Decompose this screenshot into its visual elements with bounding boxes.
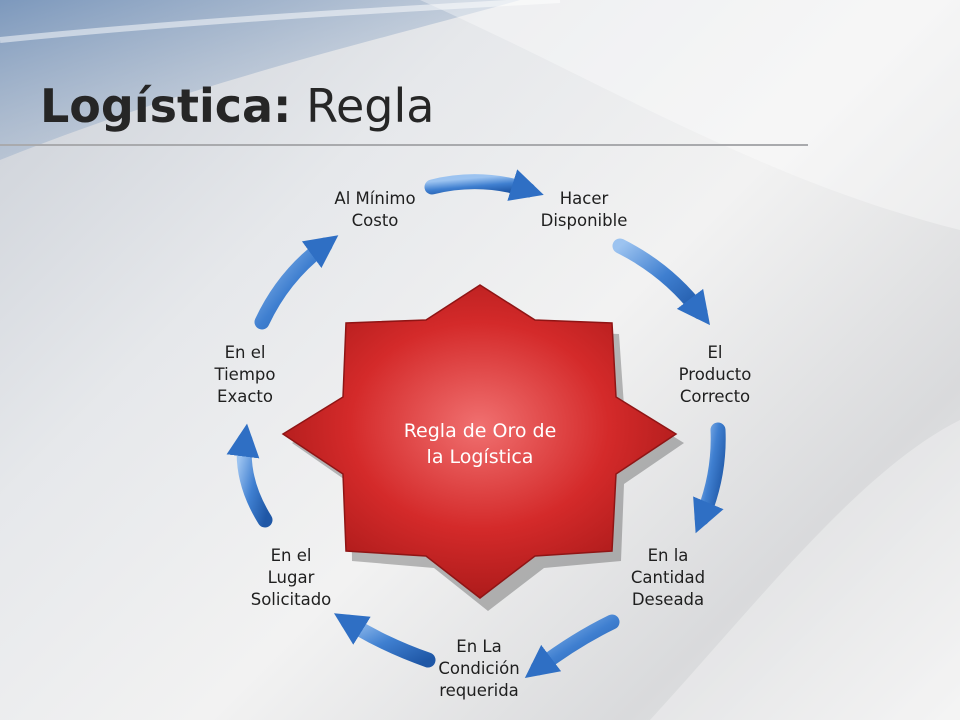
cycle-item-condicion-requerida: En La Condición requerida (404, 636, 554, 702)
arrow-tiempo-to-costo (254, 235, 339, 330)
cycle-item-line: Disponible (540, 211, 628, 230)
arrow-producto-to-cantidad (693, 422, 726, 534)
cycle-item-line: Costo (351, 211, 399, 230)
cycle-arrows (226, 169, 726, 678)
title-regular: Regla (291, 79, 435, 133)
cycle-item-minimo-costo: Al Mínimo Costo (300, 188, 450, 232)
arrow-cantidad-to-condicion (524, 614, 620, 678)
cycle-item-line: En La (456, 637, 502, 656)
cycle-item-line: Lugar (267, 568, 315, 587)
cycle-item-cantidad-deseada: En la Cantidad Deseada (593, 545, 743, 611)
title-divider (0, 144, 808, 146)
cycle-item-line: En la (647, 546, 689, 565)
title-bold: Logística: (40, 79, 292, 133)
center-label-line: la Logística (426, 446, 534, 468)
cycle-item-line: En el (270, 546, 312, 565)
cycle-item-line: En el (224, 343, 266, 362)
gold-rule-star (281, 284, 678, 599)
cycle-item-line: Hacer (559, 189, 609, 208)
cycle-item-tiempo-exacto: En el Tiempo Exacto (170, 342, 320, 408)
cycle-item-line: Producto (678, 365, 752, 384)
arrow-condicion-to-lugar (333, 613, 436, 668)
arrow-disponible-to-producto (612, 238, 711, 326)
center-label: Regla de Oro de la Logística (365, 418, 595, 470)
arrow-lugar-to-tiempo (226, 423, 273, 528)
cycle-item-line: Solicitado (250, 590, 332, 609)
cycle-item-lugar-solicitado: En el Lugar Solicitado (216, 545, 366, 611)
cycle-item-producto-correcto: El Producto Correcto (640, 342, 790, 408)
cycle-item-line: Exacto (217, 387, 273, 406)
cycle-item-line: El (707, 343, 723, 362)
cycle-item-line: Correcto (679, 387, 751, 406)
cycle-item-line: Cantidad (630, 568, 706, 587)
cycle-item-line: Deseada (631, 590, 705, 609)
cycle-item-line: Tiempo (214, 365, 276, 384)
cycle-item-line: Al Mínimo (334, 189, 416, 208)
cycle-item-hacer-disponible: Hacer Disponible (509, 188, 659, 232)
page-title: Logística: Regla (40, 78, 434, 134)
center-label-line: Regla de Oro de (403, 420, 557, 442)
arrow-costo-to-disponible (424, 169, 544, 201)
cycle-item-line: Condición (438, 659, 520, 678)
cycle-item-line: requerida (439, 681, 519, 700)
